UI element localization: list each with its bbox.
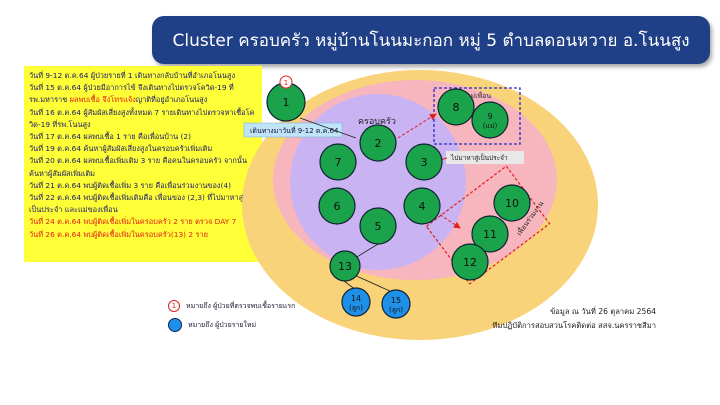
- case-node-13: [329, 250, 361, 282]
- new-case-marker-icon: [168, 318, 182, 332]
- case-node-10: [493, 184, 531, 222]
- case-node-label: 8: [453, 101, 460, 114]
- case-node-label: 14: [351, 294, 361, 303]
- index-case-marker-label: 1: [284, 79, 288, 87]
- timeline-entry: วันที่ 17 ต.ค.64 ผลพบเชื้อ 1 ราย คือเพื่…: [29, 132, 191, 142]
- case-node-label: 15: [391, 296, 401, 305]
- timeline-highlight: ผลพบเชื้อ จึงโทรแจ้ง: [69, 95, 136, 105]
- source-date: ข้อมูล ณ วันที่ 26 ตุลาคม 2564: [550, 307, 656, 316]
- case-node-label: 4: [419, 200, 426, 213]
- case-node-label: 2: [375, 137, 382, 150]
- link-13-15: [351, 273, 393, 293]
- timeline-entry-text: ญาติที่อยู่อำเภอโนนสูง: [135, 95, 208, 105]
- travel-label-box: [243, 122, 343, 138]
- first-case-marker-icon: 1: [168, 300, 180, 312]
- timeline-entry: วันที่ 21 ต.ค.64 พบผู้ติดเชื้อเพิ่ม 3 รา…: [29, 180, 231, 190]
- case-node-label: 3: [421, 156, 428, 169]
- timeline-entry: วันที่ 9-12 ต.ค.64 ผู้ป่วยรายที่ 1 เดินท…: [29, 71, 236, 80]
- case-node-label: 13: [338, 260, 352, 273]
- case-node-label: 7: [335, 156, 342, 169]
- timeline-entry: วันที่ 22 ต.ค.64 พบผู้ติดเชื้อเพิ่มเติมค…: [29, 193, 253, 215]
- legend-first-case-text: หมายถึง ผู้ป่วยที่ตรวจพบเชื้อรายแรก: [186, 301, 296, 310]
- case-node-5: [359, 207, 397, 245]
- timeline-entry-text: วันที่ 15 ต.ค.64 ผู้ป่วยมีอาการไข้ จึงเด…: [29, 83, 234, 105]
- case-node-4: [403, 187, 441, 225]
- family-label: ครอบครัว: [358, 117, 396, 127]
- timeline-entry: วันที่ 15 ต.ค.64 ผู้ป่วยมีอาการไข้ จึงเด…: [29, 82, 257, 106]
- legend-first-case: 1 หมายถึง ผู้ป่วยที่ตรวจพบเชื้อรายแรก: [168, 300, 295, 312]
- link-2-8: [397, 113, 437, 139]
- case-node-label: 1: [283, 96, 290, 109]
- legend-new-case: หมายถึง ผู้ป่วยรายใหม่: [168, 318, 256, 332]
- case-node-3: [405, 143, 443, 181]
- case-node-label: 5: [375, 220, 382, 233]
- case-node-label: 12: [463, 256, 477, 269]
- case-node-15: [381, 289, 411, 319]
- case-node-11: [471, 215, 509, 253]
- case-node-label: 9: [487, 112, 492, 121]
- case-node-label: 11: [483, 228, 497, 241]
- case-node-2: [359, 124, 397, 162]
- timeline-panel: วันที่ 9-12 ต.ค.64 ผู้ป่วยรายที่ 1 เดินท…: [24, 66, 262, 262]
- mother-label: แม่เพื่อน: [466, 91, 491, 100]
- friend-label-box: [446, 151, 524, 164]
- timeline-entry: วันที่ 26 ต.ค.64 พบผู้ติดเชื้อเพิ่มในครอ…: [29, 229, 208, 239]
- case-node-label: 6: [334, 200, 341, 213]
- timeline-entry: วันที่ 20 ต.ค.64 ผลพบเชื้อเพิ่มเติม 3 รา…: [29, 156, 247, 178]
- case-node-12: [451, 243, 489, 281]
- case-node-6: [318, 187, 356, 225]
- legend-new-case-text: หมายถึง ผู้ป่วยรายใหม่: [188, 320, 257, 329]
- case-node-14: [341, 287, 371, 317]
- title-bar: Cluster ครอบครัว หมู่บ้านโนนมะกอก หมู่ 5…: [152, 16, 710, 64]
- page-title: Cluster ครอบครัว หมู่บ้านโนนมะกอก หมู่ 5…: [172, 30, 690, 51]
- case-node-8: [437, 88, 475, 126]
- travel-label: เดินทางมาวันที่ 9-12 ต.ค.64: [250, 126, 339, 135]
- index-case-marker-icon: [279, 75, 293, 89]
- timeline-entry: วันที่ 19 ต.ค.64 ค้นหาผู้สัมผัสเสี่ยงสูง…: [29, 144, 213, 154]
- case-node-9: [471, 101, 509, 139]
- case-node-sublabel: (ลูก): [389, 306, 403, 314]
- case-node-label: 10: [505, 197, 519, 210]
- link-1-2: [299, 117, 357, 139]
- timeline-entry: วันที่ 16 ต.ค.64 ผู้สัมผัสเสี่ยงสูงทั้งห…: [29, 107, 255, 129]
- case-node-sublabel: (แม่): [483, 122, 498, 130]
- source-team: ทีมปฏิบัติการสอบสวนโรคติดต่อ สสจ.นครราชส…: [492, 321, 656, 330]
- source-note: ข้อมูล ณ วันที่ 26 ตุลาคม 2564 ทีมปฏิบัต…: [492, 305, 656, 333]
- family-circle: [290, 94, 466, 270]
- friend-label: ไปมาหาสู่เป็นประจำ: [450, 153, 508, 162]
- timeline-entry: วันที่ 24 ต.ค.64 พบผู้ติดเชื้อเพิ่มในครอ…: [29, 217, 237, 227]
- case-node-sublabel: (ลูก): [349, 304, 363, 312]
- case-node-7: [319, 143, 357, 181]
